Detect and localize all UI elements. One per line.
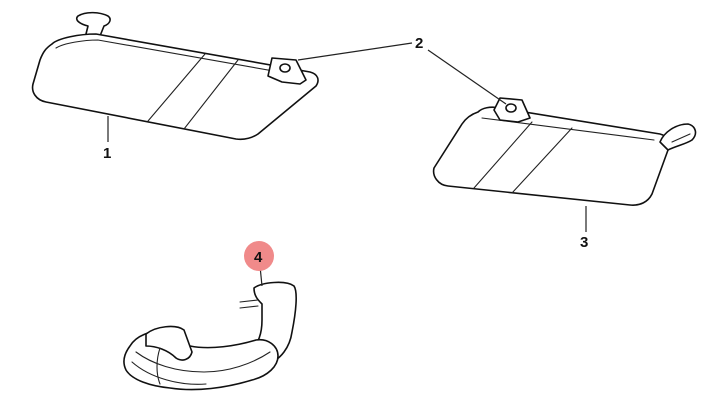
leader-line-2a	[297, 42, 413, 61]
leader-line-2b	[427, 49, 507, 105]
grab-handle[interactable]	[123, 281, 297, 391]
sun-visor-right[interactable]	[432, 97, 697, 206]
callout-badge-4	[244, 241, 274, 271]
callout-label-3: 3	[580, 234, 588, 251]
callout-label-4: 4	[254, 249, 263, 266]
callout-label-1: 1	[103, 145, 111, 162]
sun-visor-left[interactable]	[31, 11, 319, 141]
callout-label-2: 2	[415, 35, 423, 52]
